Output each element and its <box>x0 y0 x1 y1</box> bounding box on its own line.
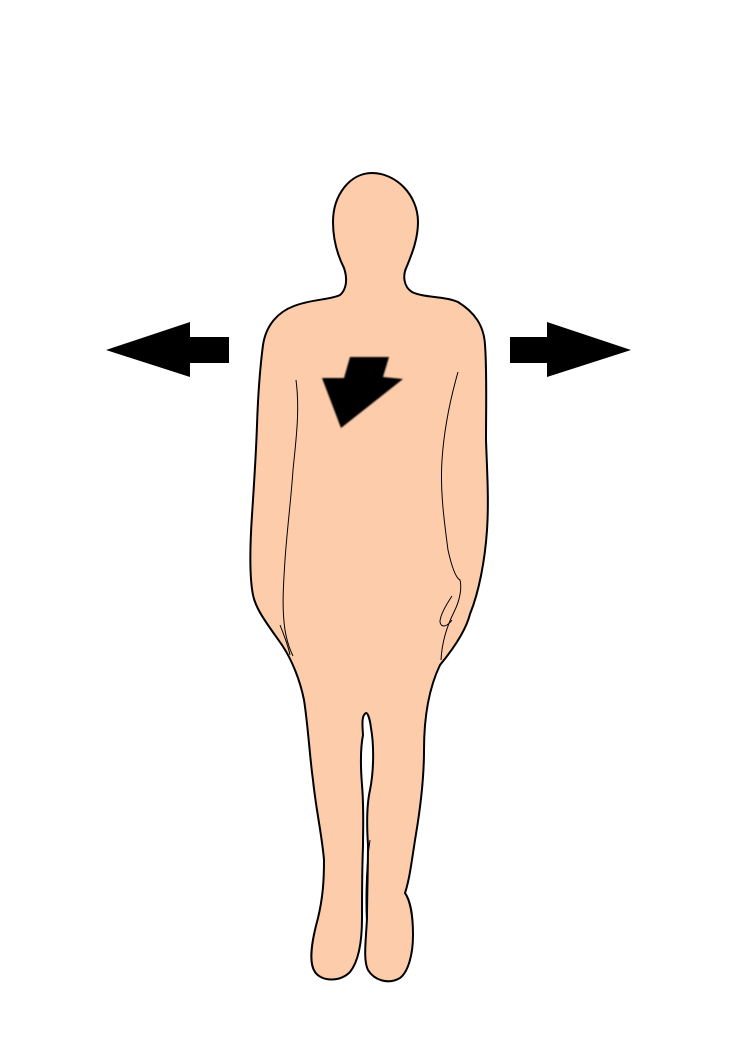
human-silhouette <box>249 172 489 983</box>
left-hand-line <box>279 624 291 656</box>
left-arrow-icon <box>106 322 229 377</box>
lightning-arrow-icon <box>322 357 403 428</box>
body-outline <box>249 172 489 983</box>
right-leg-inner-line <box>365 839 371 926</box>
right-arrow-icon <box>510 322 631 377</box>
right-hand-line <box>439 595 453 627</box>
right-arm-inner-line <box>440 371 462 661</box>
left-arm-inner-line <box>282 379 299 657</box>
